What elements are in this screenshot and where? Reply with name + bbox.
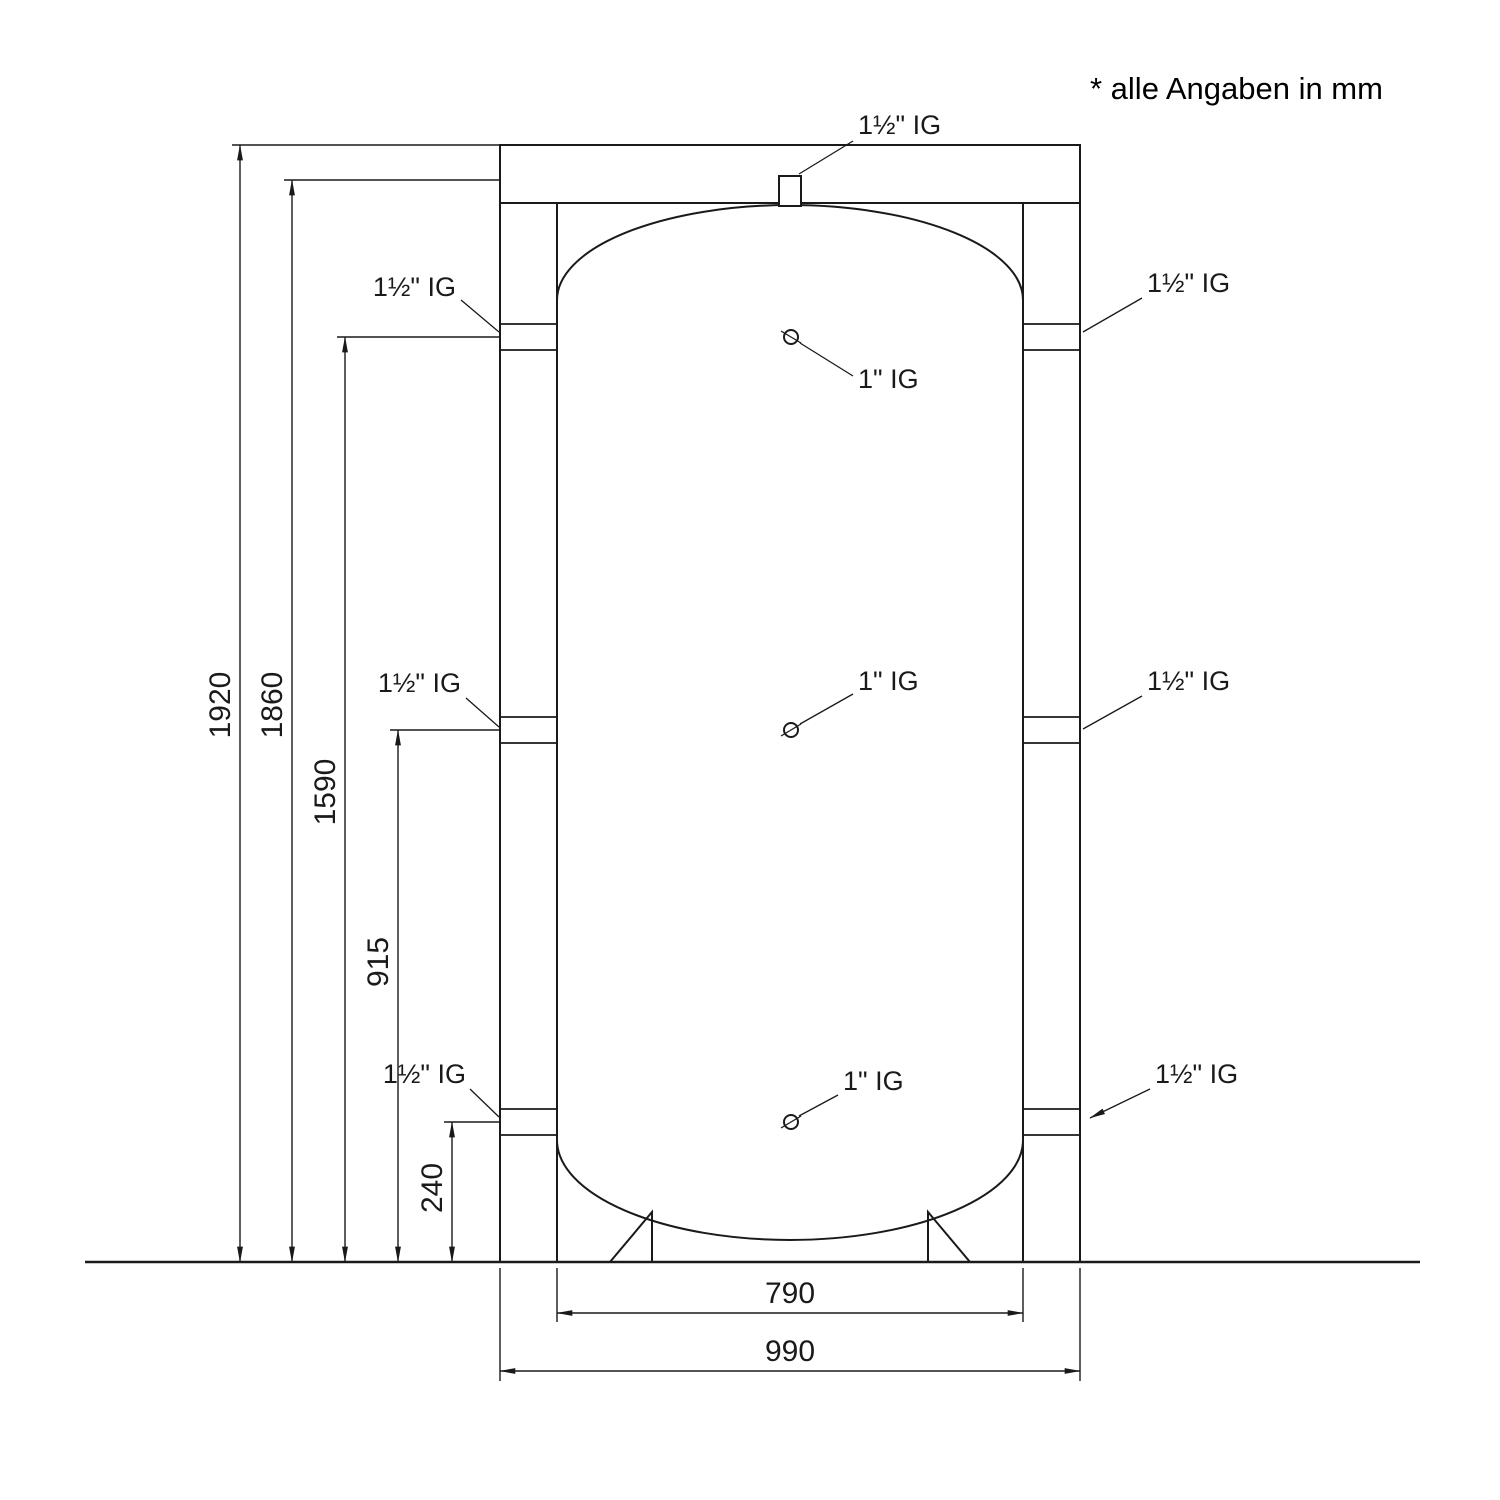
horizontal-dimensions: 790 990	[499, 1268, 1081, 1381]
dimension-label-1860: 1860	[256, 672, 289, 739]
left-lower-stub-gap	[502, 1109, 555, 1135]
dimension-label-915: 915	[362, 937, 395, 987]
tank-body	[556, 175, 1024, 1263]
right-middle-stub-gap	[1025, 717, 1078, 743]
label-left-middle: 1½" IG	[378, 668, 461, 698]
right-upper-stub-gap	[1025, 324, 1078, 350]
label-right-lower: 1½" IG	[1155, 1059, 1238, 1089]
left-upper-stub-gap	[502, 324, 555, 350]
side-connection-stubs	[500, 323, 1080, 1136]
label-top-connection: 1½" IG	[858, 110, 941, 140]
dimension-label-240: 240	[416, 1163, 449, 1213]
leader-front-upper	[799, 342, 854, 377]
right-lower-stub-gap	[1025, 1109, 1078, 1135]
leader-left-middle	[465, 697, 500, 728]
label-left-lower: 1½" IG	[383, 1059, 466, 1089]
label-left-upper: 1½" IG	[373, 272, 456, 302]
dimension-label-990: 990	[765, 1335, 815, 1368]
leader-top-connection	[798, 140, 854, 175]
vertical-dimensions: 1920 1860 1590 915 240	[204, 144, 500, 1263]
leader-front-lower	[798, 1094, 839, 1117]
leader-right-middle	[1082, 695, 1143, 730]
leader-left-lower	[469, 1088, 500, 1118]
connection-labels: 1½" IG 1½" IG 1½" IG 1½" IG 1½" IG 1½" I…	[373, 110, 1238, 1096]
left-middle-stub-gap	[502, 717, 555, 743]
units-note: * alle Angaben in mm	[1090, 71, 1383, 106]
label-right-upper: 1½" IG	[1147, 268, 1230, 298]
tank-bottom-dome	[556, 1139, 1024, 1241]
dimension-label-790: 790	[765, 1277, 815, 1310]
leader-right-upper	[1082, 297, 1143, 333]
leader-lines	[460, 140, 1151, 1119]
leader-left-upper	[460, 299, 500, 333]
dimension-label-1920: 1920	[204, 672, 237, 739]
tank-top-dome	[556, 204, 1024, 301]
label-front-upper: 1" IG	[858, 364, 919, 394]
label-right-middle: 1½" IG	[1147, 666, 1230, 696]
leader-front-middle	[799, 693, 854, 725]
dimension-label-1590: 1590	[309, 759, 342, 826]
leader-right-lower	[1089, 1088, 1151, 1119]
top-nozzle	[778, 175, 802, 207]
label-front-lower: 1" IG	[843, 1066, 904, 1096]
insulation-jacket	[499, 144, 1081, 1263]
label-front-middle: 1" IG	[858, 666, 919, 696]
